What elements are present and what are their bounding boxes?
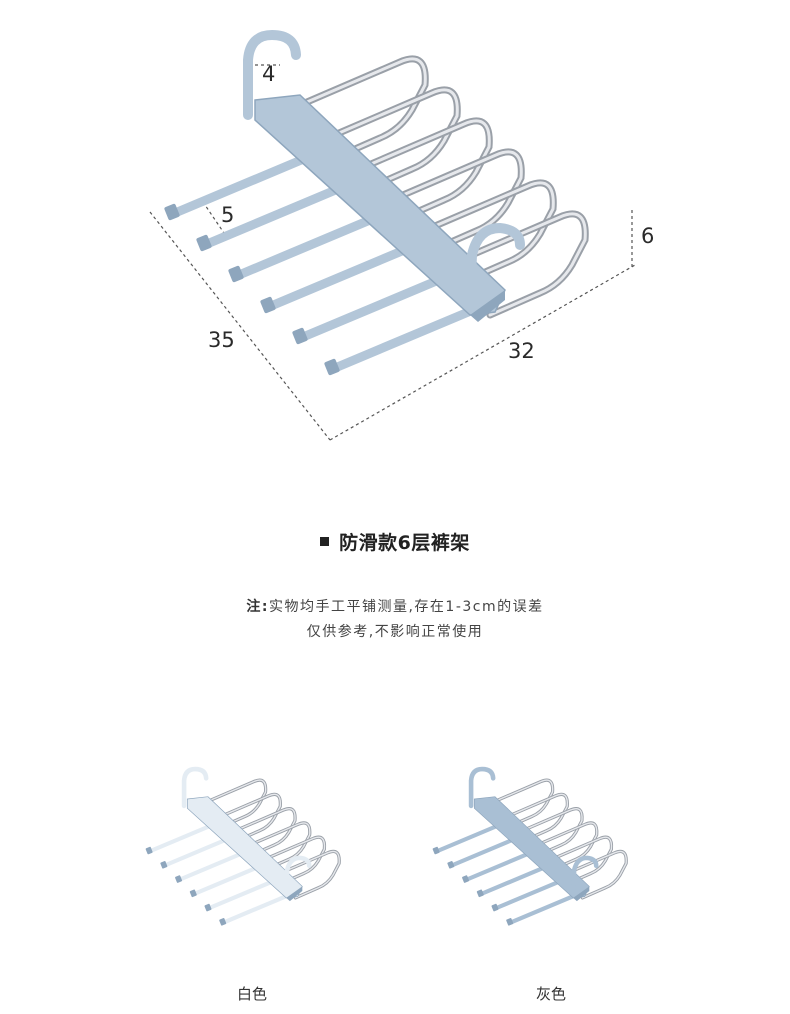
metal-loop-highlight (567, 850, 627, 899)
coated-rod (177, 848, 252, 882)
bottom-hook (465, 222, 525, 305)
variant-white-illustration (145, 766, 341, 926)
variant-gray-illustration (432, 766, 628, 926)
coated-rod (202, 176, 362, 249)
top-hook (181, 766, 209, 809)
hanger-group (145, 766, 341, 926)
rod-end-cap (219, 918, 227, 926)
coated-rod (464, 848, 539, 882)
rod-end-cap (476, 889, 484, 898)
measurement-note-line2: 仅供参考,不影响正常使用 (0, 621, 790, 641)
main-bar (254, 94, 506, 316)
coated-rod (192, 862, 266, 896)
dim-height: 6 (641, 224, 655, 248)
rod-end-cap (462, 875, 470, 883)
rod-end-cap (145, 846, 153, 855)
rod-end-cap (204, 903, 212, 912)
note-text-1: 实物均手工平铺测量,存在1-3cm的误差 (268, 599, 544, 615)
metal-loop-highlight (280, 850, 340, 899)
rod-end-cap (447, 861, 455, 869)
coated-rod (450, 834, 524, 868)
rod-end-cap (432, 846, 440, 855)
coated-rod (222, 891, 296, 925)
variant-label-white: 白色 (236, 985, 267, 1003)
coated-rod (330, 300, 490, 373)
top-hook (243, 29, 301, 120)
bottom-hook (283, 855, 312, 894)
product-title-text: 防滑款6层裤架 (339, 532, 470, 554)
rod-end-cap (189, 889, 197, 898)
measurement-note-line1: 注:实物均手工平铺测量,存在1-3cm的误差 (0, 596, 790, 616)
dim-rod-spacing: 5 (221, 203, 235, 227)
rod-end-cap (196, 234, 212, 252)
rod-end-cap (506, 918, 514, 926)
note-label: 注: (246, 599, 269, 615)
coated-rod (234, 207, 394, 280)
main-bar (186, 796, 303, 899)
hanger-group (164, 29, 589, 376)
coated-rod (266, 238, 426, 311)
note-text-2: 仅供参考,不影响正常使用 (306, 624, 484, 640)
rod-end-cap (228, 265, 244, 283)
rod-end-cap (491, 903, 499, 912)
coated-rod (163, 834, 237, 868)
coated-rod (207, 876, 281, 911)
rod-end-cap (260, 296, 276, 314)
rod-end-cap (175, 875, 183, 883)
dim-width: 32 (508, 339, 535, 363)
rod-end-cap (160, 861, 168, 869)
variant-label-gray: 灰色 (535, 985, 566, 1003)
coated-rod (494, 876, 568, 911)
metal-loop-highlight (458, 212, 587, 317)
main-bar-end (470, 290, 505, 322)
rod-end-cap (292, 327, 308, 345)
coated-rod (479, 862, 553, 896)
main-bar-end (286, 886, 303, 902)
product-title: 防滑款6层裤架 (0, 528, 790, 555)
coated-rod (509, 891, 583, 925)
main-bar-end (573, 886, 590, 902)
rod-end-cap (164, 203, 180, 221)
hanger-group (432, 766, 628, 926)
rod-end-cap (324, 358, 340, 376)
top-hook (468, 766, 496, 809)
dim-hook-width: 4 (262, 62, 276, 86)
coated-rod (298, 269, 458, 342)
main-bar (473, 796, 590, 899)
bullet-square-icon (320, 537, 330, 546)
main-hanger-illustration (149, 29, 636, 441)
dimension-lines (149, 64, 636, 441)
dim-length: 35 (208, 328, 235, 352)
bottom-hook (570, 855, 599, 894)
